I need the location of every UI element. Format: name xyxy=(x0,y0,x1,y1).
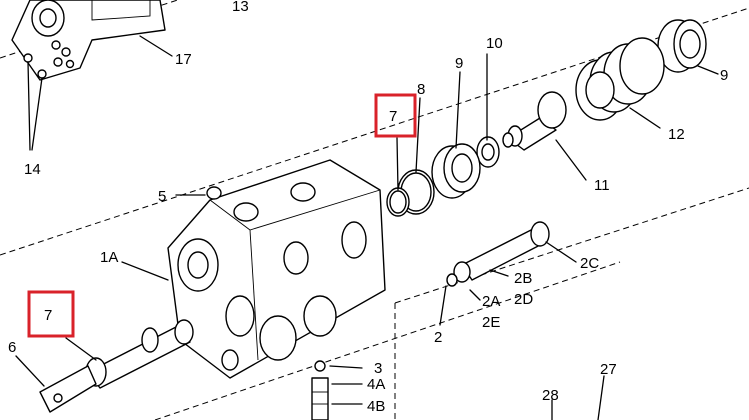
label-5: 5 xyxy=(158,188,166,205)
callout-labels: 13 17 14 10 9 9 8 12 11 5 1A 2C 2B 2D 2A… xyxy=(8,0,728,415)
o-ring-7-upper xyxy=(386,187,410,217)
label-2a: 2A xyxy=(482,293,500,310)
label-2b: 2B xyxy=(514,270,532,287)
label-9-right: 9 xyxy=(720,67,728,84)
small-o-rings-14 xyxy=(23,53,47,151)
label-7-upper: 7 xyxy=(389,108,397,125)
spring-12 xyxy=(575,37,665,121)
highlight-box-upper xyxy=(374,93,417,138)
label-4a: 4A xyxy=(367,376,385,393)
label-9-left: 9 xyxy=(455,55,463,72)
fitting-3 xyxy=(314,360,326,372)
label-4b: 4B xyxy=(367,398,385,415)
label-12: 12 xyxy=(668,126,685,143)
spool-2c xyxy=(446,221,550,287)
label-8: 8 xyxy=(417,81,425,98)
label-6: 6 xyxy=(8,339,16,356)
label-2d: 2D xyxy=(514,291,533,308)
fitting-4a-4b xyxy=(311,377,329,420)
label-27: 27 xyxy=(600,361,617,378)
label-2: 2 xyxy=(434,329,442,346)
spool-stem-11 xyxy=(502,91,567,151)
spring-cap-9-right xyxy=(657,19,707,73)
leader-lines xyxy=(15,53,719,420)
label-28: 28 xyxy=(542,387,559,404)
label-2c: 2C xyxy=(580,255,599,272)
label-17: 17 xyxy=(175,51,192,68)
label-2e: 2E xyxy=(482,314,500,331)
valve-body-1a xyxy=(167,159,386,379)
highlight-7-upper: 7 xyxy=(374,93,417,138)
label-1a: 1A xyxy=(100,249,118,266)
actuator-spool-6 xyxy=(39,319,194,413)
highlight-7-lower: 7 xyxy=(27,290,75,338)
highlight-box-lower xyxy=(27,290,75,338)
upper-section-block xyxy=(11,0,166,81)
label-10: 10 xyxy=(486,35,503,52)
label-7-lower: 7 xyxy=(44,307,52,324)
washer-10 xyxy=(476,136,500,168)
label-13: 13 xyxy=(232,0,249,15)
leader-17 xyxy=(139,35,173,57)
label-3: 3 xyxy=(374,360,382,377)
label-11: 11 xyxy=(594,177,610,194)
spring-cap-9-left xyxy=(431,143,481,199)
plug-5 xyxy=(206,186,222,200)
label-14: 14 xyxy=(24,161,41,178)
